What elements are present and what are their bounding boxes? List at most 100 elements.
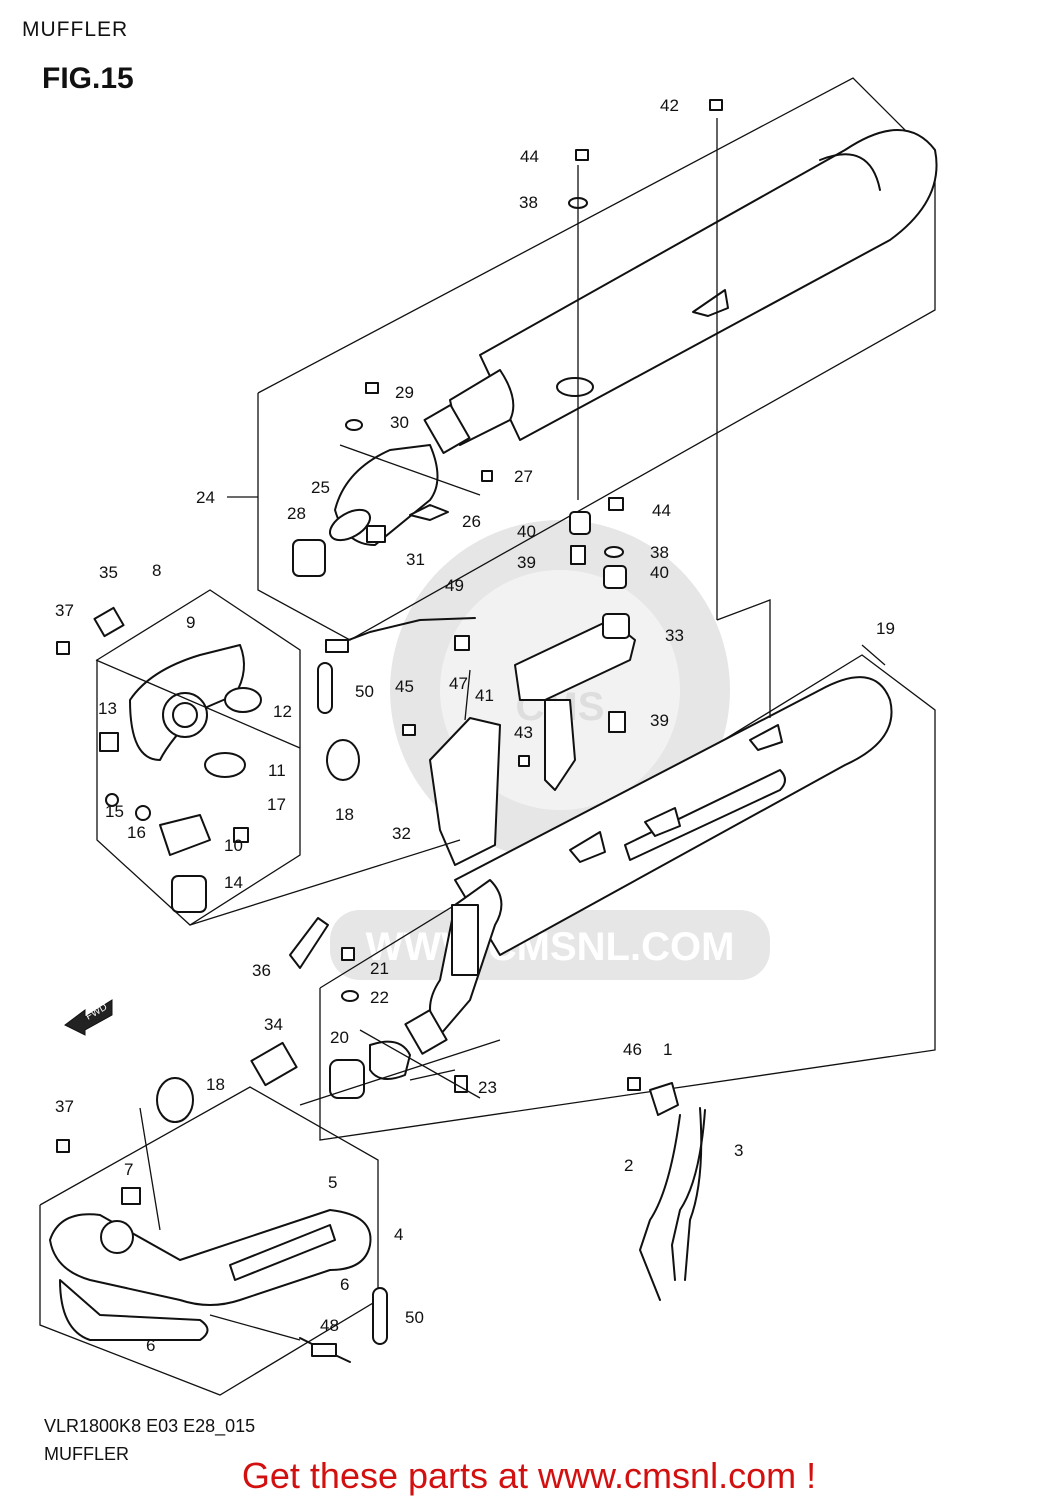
lower-muffler-outline — [319, 654, 936, 1141]
callout-48: 48 — [320, 1316, 339, 1335]
callout-41: 41 — [475, 686, 494, 705]
callout-42: 42 — [660, 96, 679, 115]
callout-45: 45 — [395, 677, 414, 696]
callout-20: 20 — [330, 1028, 349, 1047]
joint-bracket — [409, 504, 449, 521]
callout-4: 4 — [394, 1225, 403, 1244]
actuator-1 — [649, 1082, 679, 1116]
bolt-37-upper — [56, 641, 70, 655]
callout-34: 34 — [264, 1015, 283, 1034]
leader-clamp — [359, 1029, 481, 1099]
callout-40a: 40 — [517, 522, 536, 541]
callout-33: 33 — [665, 626, 684, 645]
fwd-arrow-icon — [64, 999, 113, 1036]
exhaust-valve-cables — [639, 1082, 706, 1301]
bolt-44-right — [608, 497, 624, 511]
lower-gasket-20 — [329, 1059, 365, 1099]
upper-muffler-end-line — [819, 153, 881, 191]
callout-8: 8 — [152, 561, 161, 580]
callout-18a: 18 — [335, 805, 354, 824]
lower-muffler — [404, 676, 893, 1055]
leader-23 — [409, 1069, 456, 1081]
clamp-10 — [159, 814, 211, 856]
leader-18-lower — [139, 1107, 161, 1231]
callout-9: 9 — [186, 613, 195, 632]
callout-19: 19 — [876, 619, 895, 638]
callout-27: 27 — [514, 467, 533, 486]
mount-bracket-32 — [429, 717, 501, 866]
callout-11: 11 — [268, 761, 286, 780]
sensor-48-body — [311, 1343, 337, 1357]
callout-12: 12 — [273, 702, 292, 721]
washer-30 — [345, 419, 363, 431]
bolt-27 — [481, 470, 493, 482]
front-assembly-outline — [96, 589, 301, 926]
lower-muffler-bracket-c — [749, 724, 783, 751]
cable-holders — [317, 662, 388, 1345]
leader-30 — [339, 444, 481, 496]
leader-sensor-48 — [209, 1314, 301, 1341]
callout-16: 16 — [127, 823, 146, 842]
clamp-11 — [204, 752, 246, 778]
callout-10: 10 — [224, 836, 243, 855]
callout-39a: 39 — [517, 553, 536, 572]
joint-pipe-opening — [329, 508, 371, 542]
callout-30: 30 — [390, 413, 409, 432]
upper-muffler — [423, 129, 938, 454]
front-pipe-lower — [59, 1279, 209, 1341]
callout-31: 31 — [406, 550, 425, 569]
callout-43: 43 — [514, 723, 533, 742]
watermark-url: WWW.CMSNL.COM — [366, 925, 735, 969]
leader-41 — [464, 669, 471, 721]
upper-muffler-bracket — [692, 289, 729, 317]
callout-38b: 38 — [650, 543, 669, 562]
gasket-35 — [93, 606, 125, 638]
bolt-45 — [402, 724, 416, 736]
cushion-7 — [121, 1187, 141, 1205]
callout-29: 29 — [395, 383, 414, 402]
mount-stay-arm — [544, 699, 576, 791]
lower-clamp — [369, 1040, 411, 1080]
callout-15: 15 — [105, 802, 124, 821]
oxygen-sensors — [299, 617, 476, 1363]
upper-muffler-outline — [257, 77, 936, 641]
callout-13: 13 — [98, 699, 117, 718]
callout-26: 26 — [462, 512, 481, 531]
lower-muffler-bracket-a — [569, 831, 606, 863]
front-pipe-flange — [100, 1220, 134, 1254]
callout-1: 1 — [663, 1040, 672, 1059]
leader-19 — [861, 644, 886, 666]
lower-muffler-bracket-b — [644, 807, 681, 837]
lower-muffler-slot — [624, 769, 786, 861]
collar-39-top — [570, 545, 586, 565]
callout-17: 17 — [267, 795, 286, 814]
upper-muffler-body — [479, 129, 938, 441]
cable-2 — [639, 1114, 681, 1301]
promo-link-text[interactable]: Get these parts at www.cmsnl.com ! — [241, 1455, 817, 1496]
callout-47: 47 — [449, 674, 468, 693]
callout-14: 14 — [224, 873, 243, 892]
cushion-33-top — [602, 613, 630, 639]
bolt-21 — [341, 947, 355, 961]
dowel-17 — [233, 827, 249, 843]
upper-muffler-inlet-tube — [423, 404, 471, 454]
sensor-49-body — [325, 639, 349, 653]
callout-24: 24 — [196, 488, 215, 507]
callout-37a: 37 — [55, 601, 74, 620]
cable-3-b — [684, 1107, 703, 1281]
leader-lines — [95, 118, 886, 1341]
heat-shield-5 — [229, 1224, 336, 1281]
figure-label: FIG.15 — [42, 62, 134, 95]
callout-39b: 39 — [650, 711, 669, 730]
callout-38a: 38 — [519, 193, 538, 212]
callout-6a: 6 — [340, 1275, 349, 1294]
bolt-44-top — [575, 149, 589, 161]
gaskets — [93, 606, 360, 1123]
lower-muffler-inlet-tube — [404, 1009, 448, 1055]
callout-35: 35 — [99, 563, 118, 582]
cable-3 — [671, 1109, 706, 1281]
gasket-36 — [289, 917, 329, 969]
leader-42-lower — [716, 599, 771, 718]
gasket-18-lower — [156, 1077, 194, 1123]
lower-muffler-riser — [451, 904, 479, 976]
